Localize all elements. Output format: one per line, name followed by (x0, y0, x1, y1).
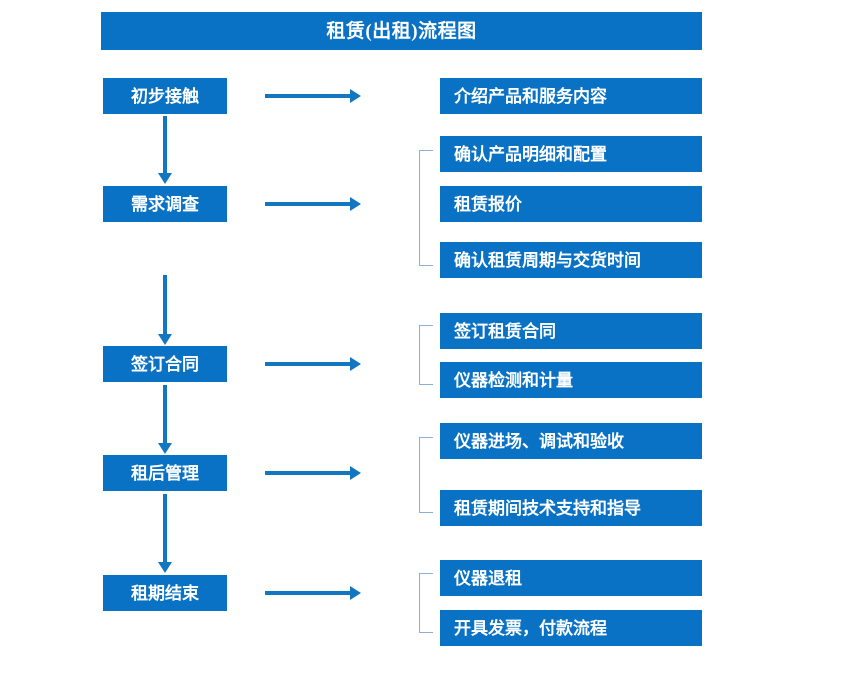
link-arrow-right-2 (265, 197, 361, 211)
stage-box-post-rental-management[interactable]: 租后管理 (103, 455, 227, 491)
flow-arrow-down-1 (158, 116, 172, 184)
detail-box-confirm-product-spec[interactable]: 确认产品明细和配置 (440, 136, 702, 172)
group-bracket-rental-end (419, 573, 433, 633)
arrow-shaft (265, 94, 350, 98)
arrow-shaft (163, 385, 167, 443)
stage-label: 租后管理 (131, 463, 199, 483)
detail-label: 租赁期间技术支持和指导 (454, 498, 641, 518)
detail-box-intro-products-services[interactable]: 介绍产品和服务内容 (440, 78, 702, 114)
detail-box-invoice-payment-process[interactable]: 开具发票，付款流程 (440, 610, 702, 646)
link-arrow-right-5 (265, 586, 361, 600)
arrow-shaft (163, 494, 167, 562)
detail-box-instrument-test-metering[interactable]: 仪器检测和计量 (440, 362, 702, 398)
detail-box-rental-quote[interactable]: 租赁报价 (440, 186, 702, 222)
arrow-shaft (265, 202, 350, 206)
arrow-head-right-icon (350, 89, 361, 103)
detail-label: 签订租赁合同 (454, 321, 556, 341)
stage-box-rental-end[interactable]: 租期结束 (103, 575, 227, 611)
arrow-head-right-icon (350, 197, 361, 211)
detail-label: 仪器进场、调试和验收 (454, 431, 624, 451)
flow-arrow-down-2 (158, 275, 172, 345)
flow-arrow-down-4 (158, 494, 172, 573)
arrow-head-down-icon (158, 334, 172, 345)
arrow-shaft (265, 362, 350, 366)
arrow-shaft (163, 116, 167, 173)
link-arrow-right-3 (265, 357, 361, 371)
arrow-head-down-icon (158, 443, 172, 454)
stage-label: 签订合同 (131, 354, 199, 374)
arrow-head-right-icon (350, 586, 361, 600)
diagram-title-banner: 租赁(出租)流程图 (101, 12, 702, 50)
group-bracket-sign-contract (419, 325, 433, 385)
detail-box-sign-rental-contract[interactable]: 签订租赁合同 (440, 313, 702, 349)
group-bracket-post-rental-management (419, 437, 433, 513)
detail-label: 开具发票，付款流程 (454, 618, 607, 638)
group-bracket-requirement-survey (419, 150, 433, 266)
detail-box-technical-support-guidance[interactable]: 租赁期间技术支持和指导 (440, 490, 702, 526)
detail-label: 仪器退租 (454, 568, 522, 588)
stage-box-requirement-survey[interactable]: 需求调查 (103, 186, 227, 222)
arrow-shaft (163, 275, 167, 334)
detail-label: 租赁报价 (454, 194, 522, 214)
detail-label: 确认租赁周期与交货时间 (454, 250, 641, 270)
detail-label: 介绍产品和服务内容 (454, 86, 607, 106)
arrow-shaft (265, 471, 350, 475)
arrow-head-right-icon (350, 466, 361, 480)
arrow-head-down-icon (158, 173, 172, 184)
arrow-shaft (265, 591, 350, 595)
stage-label: 需求调查 (131, 194, 199, 214)
stage-box-sign-contract[interactable]: 签订合同 (103, 346, 227, 382)
detail-label: 仪器检测和计量 (454, 370, 573, 390)
page-title: 租赁(出租)流程图 (326, 20, 477, 42)
detail-label: 确认产品明细和配置 (454, 144, 607, 164)
arrow-head-down-icon (158, 562, 172, 573)
arrow-head-right-icon (350, 357, 361, 371)
link-arrow-right-4 (265, 466, 361, 480)
stage-label: 初步接触 (131, 86, 199, 106)
stage-box-initial-contact[interactable]: 初步接触 (103, 78, 227, 114)
detail-box-confirm-rental-period-delivery[interactable]: 确认租赁周期与交货时间 (440, 242, 702, 278)
flow-arrow-down-3 (158, 385, 172, 454)
detail-box-instrument-return[interactable]: 仪器退租 (440, 560, 702, 596)
stage-label: 租期结束 (131, 583, 199, 603)
detail-box-instrument-entry-commission-acceptance[interactable]: 仪器进场、调试和验收 (440, 423, 702, 459)
link-arrow-right-1 (265, 89, 361, 103)
